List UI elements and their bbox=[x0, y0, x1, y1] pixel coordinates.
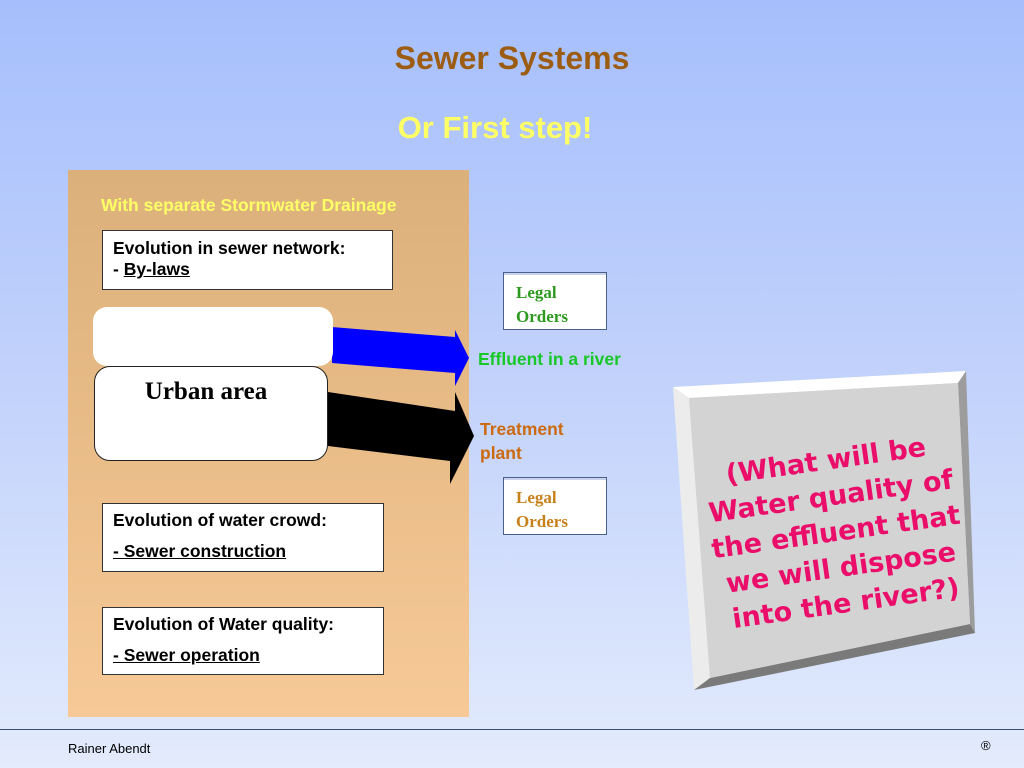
sewer-network-box: Evolution in sewer network: - By-laws bbox=[102, 230, 393, 290]
treatment-plant-label: Treatment plant bbox=[480, 417, 564, 465]
registered-mark: ® bbox=[981, 738, 991, 753]
water-quality-text: Evolution of Water quality: bbox=[113, 614, 335, 634]
legal-orders-top-line1: Legal bbox=[516, 283, 557, 302]
slide-title: Sewer Systems bbox=[394, 40, 630, 76]
legal-orders-top-line2: Orders bbox=[516, 307, 568, 326]
urban-area-label: Urban area bbox=[144, 378, 268, 405]
bylaws-link[interactable]: By-laws bbox=[123, 259, 190, 279]
legal-orders-top: Legal Orders bbox=[503, 272, 607, 330]
blank-label-box bbox=[93, 307, 333, 366]
bylaws-prefix: - bbox=[113, 259, 124, 279]
effluent-label: Effluent in a river bbox=[478, 349, 621, 369]
panel-heading: With separate Stormwater Drainage bbox=[101, 195, 397, 215]
callout-bevel-bottom bbox=[694, 624, 975, 690]
treatment-line2: plant bbox=[480, 443, 522, 463]
sewer-network-text: Evolution in sewer network: bbox=[113, 238, 346, 258]
callout-bevel-top bbox=[673, 371, 966, 398]
urban-area-box bbox=[94, 366, 328, 461]
sewer-operation-link[interactable]: - Sewer operation bbox=[113, 645, 260, 665]
water-quality-question: (What will be Water quality of the efflu… bbox=[706, 431, 963, 636]
slide-subtitle: Or First step! bbox=[397, 110, 593, 145]
callout-face bbox=[689, 383, 970, 678]
water-crowd-text: Evolution of water crowd: bbox=[113, 510, 327, 530]
footer-author: Rainer Abendt bbox=[68, 741, 151, 756]
bylaws-line: - By-laws bbox=[113, 259, 382, 280]
legal-orders-bottom-line1: Legal bbox=[516, 488, 557, 507]
water-crowd-box: Evolution of water crowd: - Sewer constr… bbox=[102, 503, 384, 572]
legal-orders-bottom: Legal Orders bbox=[503, 477, 607, 535]
treatment-arrow bbox=[328, 392, 474, 484]
water-quality-box: Evolution of Water quality: - Sewer oper… bbox=[102, 607, 384, 675]
footer-divider bbox=[0, 729, 1024, 730]
effluent-arrow bbox=[332, 327, 469, 386]
sewer-construction-link[interactable]: - Sewer construction bbox=[113, 541, 287, 561]
legal-orders-bottom-line2: Orders bbox=[516, 512, 568, 531]
callout-bevel-left bbox=[673, 387, 710, 690]
callout-bevel-right bbox=[958, 371, 975, 633]
treatment-line1: Treatment bbox=[480, 419, 564, 439]
